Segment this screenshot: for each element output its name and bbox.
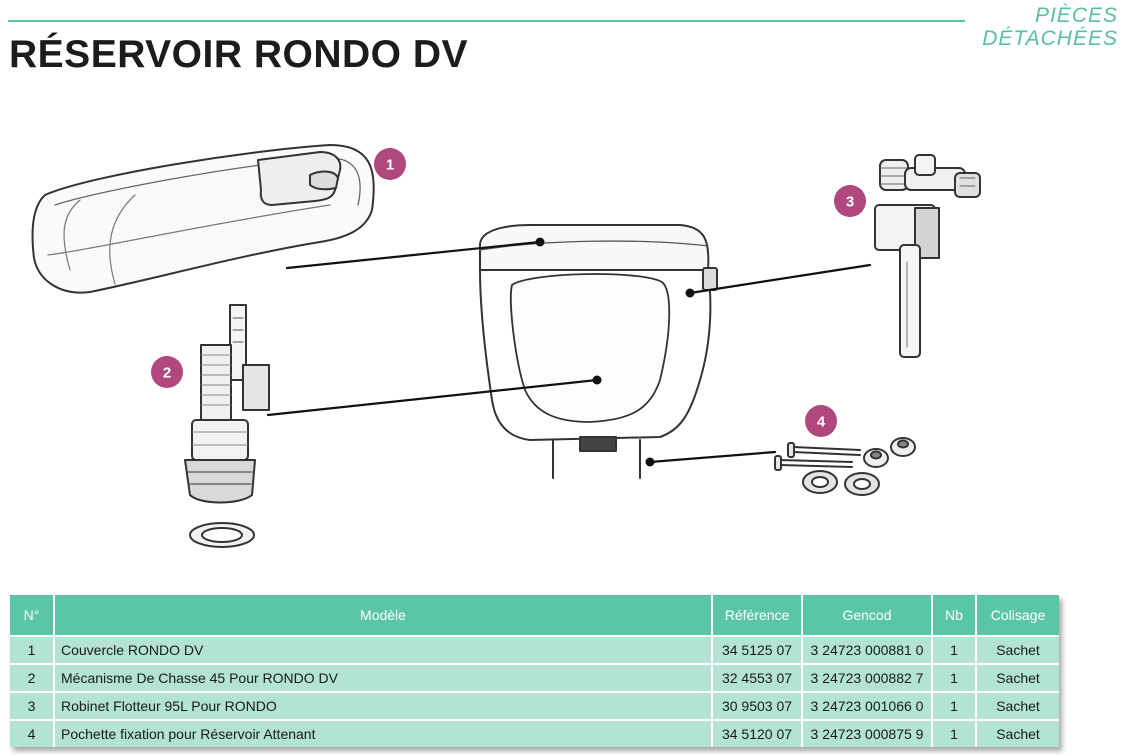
cell-colisage: Sachet bbox=[977, 719, 1059, 747]
column-header-number: N° bbox=[10, 595, 55, 635]
cell-model: Mécanisme De Chasse 45 Pour RONDO DV bbox=[55, 663, 713, 691]
cell-nb: 1 bbox=[933, 719, 977, 747]
top-rule bbox=[8, 20, 965, 22]
cell-colisage: Sachet bbox=[977, 691, 1059, 719]
cell-gencod: 3 24723 000875 9 bbox=[803, 719, 933, 747]
leader-lines bbox=[266, 240, 872, 464]
callout-number: 2 bbox=[163, 365, 171, 382]
cell-model: Couvercle RONDO DV bbox=[55, 635, 713, 663]
section-label-line2: DÉTACHÉES bbox=[982, 27, 1118, 50]
flush-mechanism-drawing bbox=[184, 304, 270, 548]
table-row: 4 Pochette fixation pour Réservoir Atten… bbox=[10, 719, 1059, 747]
cell-reference: 34 5120 07 bbox=[713, 719, 803, 747]
cell-reference: 32 4553 07 bbox=[713, 663, 803, 691]
callout-number: 4 bbox=[817, 414, 826, 431]
cell-nb: 1 bbox=[933, 663, 977, 691]
tank-drawing bbox=[479, 224, 718, 479]
callout-number: 1 bbox=[386, 157, 394, 174]
cell-number: 1 bbox=[10, 635, 55, 663]
table-header-row: N° Modèle Référence Gencod Nb Colisage bbox=[10, 595, 1059, 635]
cell-gencod: 3 24723 000882 7 bbox=[803, 663, 933, 691]
cell-model: Pochette fixation pour Réservoir Attenan… bbox=[55, 719, 713, 747]
cell-colisage: Sachet bbox=[977, 635, 1059, 663]
parts-table: N° Modèle Référence Gencod Nb Colisage 1… bbox=[10, 595, 1059, 747]
column-header-colisage: Colisage bbox=[977, 595, 1059, 635]
column-header-model: Modèle bbox=[55, 595, 713, 635]
cell-nb: 1 bbox=[933, 635, 977, 663]
table-row: 3 Robinet Flotteur 95L Pour RONDO 30 950… bbox=[10, 691, 1059, 719]
cell-number: 3 bbox=[10, 691, 55, 719]
cell-reference: 34 5125 07 bbox=[713, 635, 803, 663]
cell-model: Robinet Flotteur 95L Pour RONDO bbox=[55, 691, 713, 719]
leader-dots bbox=[535, 237, 695, 467]
section-label-line1: PIÈCES bbox=[1034, 4, 1118, 27]
callout-badge-4: 4 bbox=[805, 405, 837, 437]
table-row: 2 Mécanisme De Chasse 45 Pour RONDO DV 3… bbox=[10, 663, 1059, 691]
lid-drawing bbox=[31, 144, 375, 294]
cell-gencod: 3 24723 000881 0 bbox=[803, 635, 933, 663]
cell-number: 4 bbox=[10, 719, 55, 747]
column-header-gencod: Gencod bbox=[803, 595, 933, 635]
page-title: RÉSERVOIR RONDO DV bbox=[9, 33, 469, 76]
cell-reference: 30 9503 07 bbox=[713, 691, 803, 719]
cell-number: 2 bbox=[10, 663, 55, 691]
fixation-kit-drawing bbox=[774, 437, 916, 496]
table-row: 1 Couvercle RONDO DV 34 5125 07 3 24723 … bbox=[10, 635, 1059, 663]
exploded-view-illustration: 1 2 3 4 bbox=[31, 144, 981, 548]
callout-badge-1: 1 bbox=[374, 148, 406, 180]
section-label: PIÈCES DÉTACHÉES bbox=[982, 4, 1118, 50]
callout-number: 3 bbox=[846, 194, 854, 211]
column-header-reference: Référence bbox=[713, 595, 803, 635]
float-valve-drawing bbox=[874, 154, 981, 358]
column-header-nb: Nb bbox=[933, 595, 977, 635]
callout-badge-2: 2 bbox=[151, 356, 183, 388]
cell-gencod: 3 24723 001066 0 bbox=[803, 691, 933, 719]
cell-nb: 1 bbox=[933, 691, 977, 719]
callout-badge-3: 3 bbox=[834, 185, 866, 217]
cell-colisage: Sachet bbox=[977, 663, 1059, 691]
